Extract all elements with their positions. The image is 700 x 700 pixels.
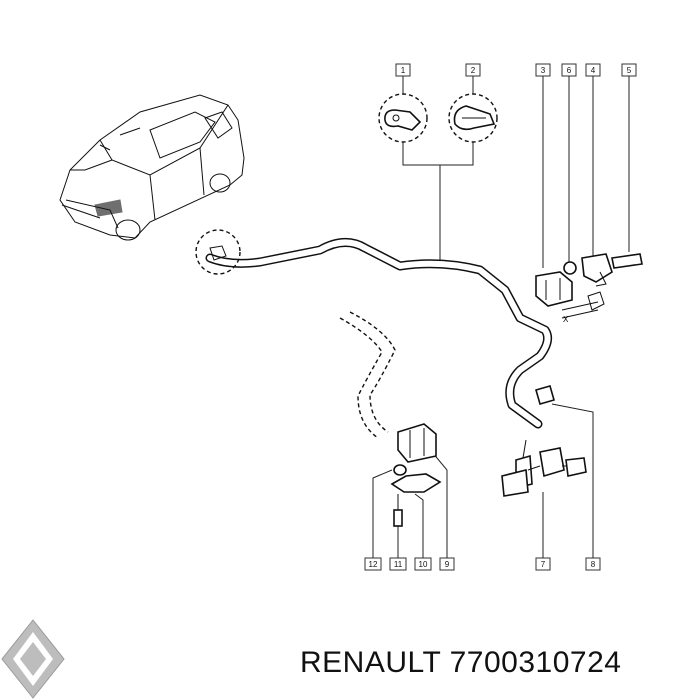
van-illustration — [59, 94, 245, 241]
callout-1: 1 — [395, 63, 411, 77]
bushing-bracket-left — [339, 311, 442, 527]
anti-roll-bar — [195, 229, 553, 429]
bushing-bracket-top — [535, 253, 643, 319]
callout-6: 6 — [561, 63, 577, 77]
callout-8: 8 — [585, 557, 601, 571]
svg-text:3: 3 — [541, 66, 546, 75]
callout-4: 4 — [585, 63, 601, 77]
callout-3: 3 — [535, 63, 551, 77]
leader-lines — [372, 76, 630, 558]
svg-text:1: 1 — [401, 66, 406, 75]
callout-12: 12 — [364, 557, 382, 571]
callout-5: 5 — [621, 63, 637, 77]
footer-part-title: RENAULT 7700310724 — [300, 646, 621, 680]
dimension-label-x: X — [563, 315, 569, 324]
svg-text:12: 12 — [369, 560, 378, 569]
svg-text:8: 8 — [591, 560, 596, 569]
callout-7: 7 — [535, 557, 551, 571]
callout-9: 9 — [439, 557, 455, 571]
detail-part-1 — [378, 93, 428, 143]
link-rod-assembly — [501, 385, 587, 497]
svg-text:5: 5 — [627, 66, 632, 75]
svg-text:4: 4 — [591, 66, 596, 75]
svg-text:10: 10 — [419, 560, 428, 569]
svg-text:11: 11 — [394, 560, 403, 569]
svg-text:7: 7 — [541, 560, 546, 569]
brand-name: RENAULT — [300, 646, 441, 679]
callout-10: 10 — [414, 557, 432, 571]
part-number: 7700310724 — [449, 646, 622, 679]
callout-2: 2 — [465, 63, 481, 77]
detail-part-2 — [448, 93, 498, 143]
svg-text:6: 6 — [567, 66, 572, 75]
renault-diamond-logo — [1, 619, 65, 699]
svg-text:2: 2 — [471, 66, 476, 75]
callout-11: 11 — [389, 557, 407, 571]
svg-text:9: 9 — [445, 560, 450, 569]
